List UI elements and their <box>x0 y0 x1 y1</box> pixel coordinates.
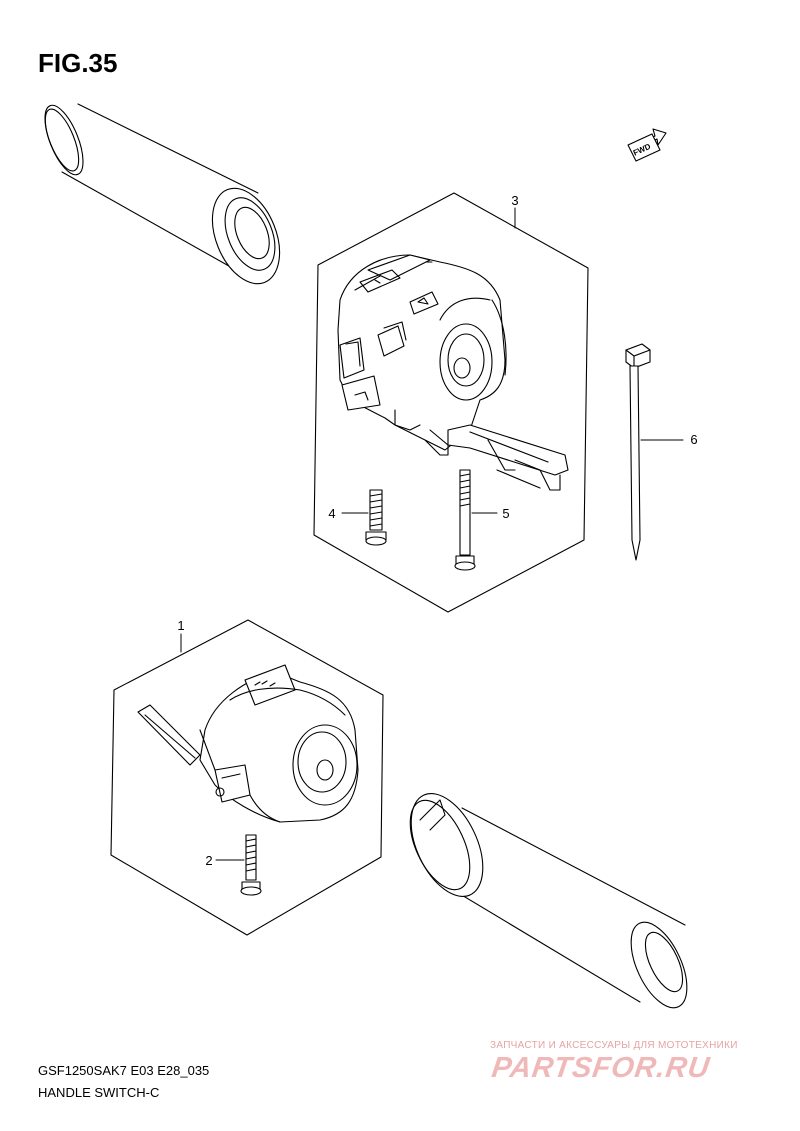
left-handle-switch <box>137 664 359 823</box>
right-switch-screw-short <box>365 489 387 546</box>
right-switch-screw-long <box>454 469 476 571</box>
callout-2: 2 <box>205 853 212 868</box>
left-switch-screw <box>240 834 262 896</box>
watermark-tagline: ЗАПЧАСТИ И АКСЕССУАРЫ ДЛЯ МОТОТЕХНИКИ <box>490 1040 738 1051</box>
fwd-arrow-icon <box>627 128 667 162</box>
cable-tie <box>625 343 651 561</box>
section-name: HANDLE SWITCH-C <box>38 1085 160 1100</box>
callout-4: 4 <box>328 506 335 521</box>
left-grip-upper <box>44 103 281 285</box>
right-grip-lower <box>409 790 688 1010</box>
callout-6: 6 <box>690 432 697 447</box>
model-code: GSF1250SAK7 E03 E28_035 <box>38 1063 210 1078</box>
callout-1: 1 <box>177 618 184 633</box>
callout-3: 3 <box>511 193 518 208</box>
right-handle-switch <box>337 254 569 491</box>
watermark-brand: PARTSFOR.RU <box>489 1052 713 1084</box>
figure-title: FIG.35 <box>38 48 118 78</box>
callout-5: 5 <box>502 506 509 521</box>
